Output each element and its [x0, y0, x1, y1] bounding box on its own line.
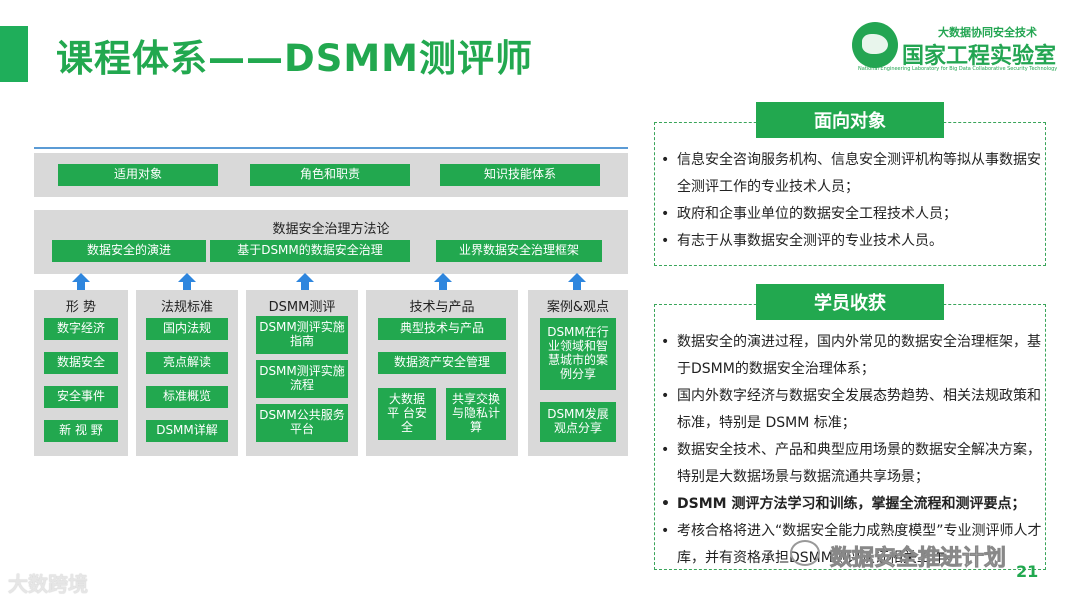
audience-heading: 面向对象 — [756, 102, 944, 138]
item-domestic-laws: 国内法规 — [146, 318, 228, 340]
up-arrow-icon — [178, 273, 196, 291]
item-security-events: 安全事件 — [44, 386, 118, 408]
box-roles: 角色和职责 — [250, 164, 410, 186]
box-industry-framework: 业界数据安全治理框架 — [436, 240, 602, 262]
column-title: DSMM测评 — [268, 300, 336, 315]
wechat-icon — [790, 540, 820, 566]
item-typical-tech: 典型技术与产品 — [378, 318, 506, 340]
item-viewpoints: DSMM发展观点分享 — [540, 402, 616, 442]
gains-panel: 数据安全的演进过程，国内外常见的数据安全治理框架，基于DSMM的数据安全治理体系… — [654, 304, 1046, 570]
list-item: 信息安全咨询服务机构、信息安全测评机构等拟从事数据安全测评工作的专业技术人员； — [655, 147, 1043, 201]
diagram-top-line — [34, 147, 628, 149]
item-asset-management: 数据资产安全管理 — [378, 352, 506, 374]
title-accent-bar — [0, 26, 28, 82]
list-item: 国内外数字经济与数据安全发展态势趋势、相关法规政策和标准，特别是 DSMM 标准… — [655, 383, 1043, 437]
gains-heading: 学员收获 — [756, 284, 944, 320]
item-privacy-computing: 共享交换与隐私计算 — [446, 388, 506, 440]
column-title: 技术与产品 — [409, 300, 475, 315]
page-title: 课程体系——DSMM测评师 — [56, 37, 533, 80]
column-cases: 案例&观点 DSMM在行业领域和智慧城市的案例分享 DSMM发展观点分享 — [528, 290, 628, 456]
item-dsmm-detail: DSMM详解 — [146, 420, 228, 442]
column-title: 形 势 — [65, 300, 97, 315]
item-data-security: 数据安全 — [44, 352, 118, 374]
box-dsmm-governance: 基于DSMM的数据安全治理 — [210, 240, 410, 262]
list-item: 政府和企事业单位的数据安全工程技术人员； — [655, 201, 1043, 228]
item-bigdata-platform: 大数据平 台安 全 — [378, 388, 436, 440]
item-assessment-process: DSMM测评实施流程 — [256, 360, 348, 398]
up-arrow-icon — [72, 273, 90, 291]
list-item: 有志于从事数据安全测评的专业技术人员。 — [655, 228, 1043, 255]
china-map-logo-icon — [852, 22, 898, 68]
up-arrow-icon — [296, 273, 314, 291]
box-evolution: 数据安全的演进 — [52, 240, 206, 262]
item-digital-economy: 数字经济 — [44, 318, 118, 340]
list-item: DSMM 测评方法学习和训练，掌握全流程和测评要点； — [655, 491, 1043, 518]
watermark-right: 数据安全推进计划 — [830, 546, 1007, 572]
box-target-audience: 适用对象 — [58, 164, 218, 186]
diagram-row-methodology: 数据安全治理方法论 数据安全的演进 基于DSMM的数据安全治理 业界数据安全治理… — [34, 210, 628, 274]
logo-top-text: 大数据协同安全技术 — [938, 26, 1037, 39]
up-arrow-icon — [568, 273, 586, 291]
item-case-sharing: DSMM在行业领域和智慧城市的案例分享 — [540, 318, 616, 390]
column-regulations: 法规标准 国内法规 亮点解读 标准概览 DSMM详解 — [136, 290, 238, 456]
lab-logo: 大数据协同安全技术 国家工程实验室 National Engineering L… — [852, 22, 1057, 78]
item-highlights: 亮点解读 — [146, 352, 228, 374]
logo-sub-text: National Engineering Laboratory for Big … — [858, 66, 1058, 72]
column-situation: 形 势 数字经济 数据安全 安全事件 新 视 野 — [34, 290, 128, 456]
item-standards: 标准概览 — [146, 386, 228, 408]
watermark-left: 大数跨境 — [8, 572, 88, 596]
column-title: 法规标准 — [160, 300, 213, 315]
up-arrow-icon — [434, 273, 452, 291]
box-knowledge: 知识技能体系 — [440, 164, 600, 186]
diagram-row-roles: 适用对象 角色和职责 知识技能体系 — [34, 153, 628, 197]
audience-panel: 信息安全咨询服务机构、信息安全测评机构等拟从事数据安全测评工作的专业技术人员； … — [654, 122, 1046, 266]
list-item: 数据安全技术、产品和典型应用场景的数据安全解决方案，特别是大数据场景与数据流通共… — [655, 437, 1043, 491]
audience-list: 信息安全咨询服务机构、信息安全测评机构等拟从事数据安全测评工作的专业技术人员； … — [655, 147, 1043, 255]
page-number: 21 — [1016, 562, 1039, 581]
item-new-horizon: 新 视 野 — [44, 420, 118, 442]
methodology-title: 数据安全治理方法论 — [272, 222, 390, 237]
item-assessment-guide: DSMM测评实施指南 — [256, 316, 348, 354]
column-title: 案例&观点 — [546, 300, 610, 315]
list-item: 数据安全的演进过程，国内外常见的数据安全治理框架，基于DSMM的数据安全治理体系… — [655, 329, 1043, 383]
gains-list: 数据安全的演进过程，国内外常见的数据安全治理框架，基于DSMM的数据安全治理体系… — [655, 329, 1043, 572]
item-public-platform: DSMM公共服务平台 — [256, 404, 348, 442]
column-tech-products: 技术与产品 典型技术与产品 数据资产安全管理 大数据平 台安 全 共享交换与隐私… — [366, 290, 518, 456]
logo-main-text: 国家工程实验室 — [902, 44, 1057, 69]
column-dsmm-assessment: DSMM测评 DSMM测评实施指南 DSMM测评实施流程 DSMM公共服务平台 — [246, 290, 358, 456]
